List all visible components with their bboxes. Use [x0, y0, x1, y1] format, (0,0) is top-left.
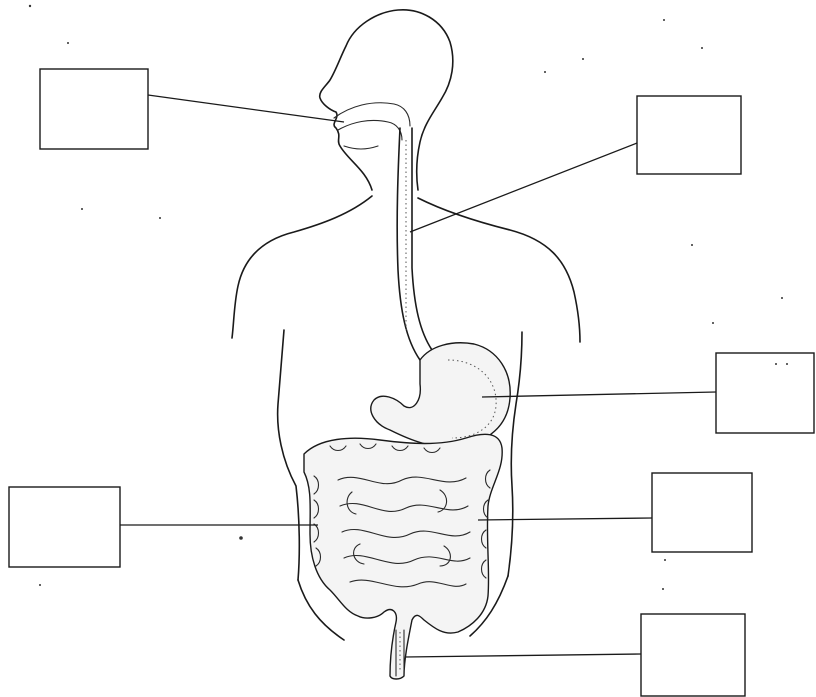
- leader-line-mouth: [148, 95, 344, 122]
- esophagus-organ: [397, 128, 432, 360]
- stomach-shape: [371, 343, 510, 447]
- leader-line-rectum: [405, 654, 641, 657]
- palate-line: [334, 103, 410, 126]
- label-box-large-intestine[interactable]: [9, 487, 120, 567]
- label-box-mouth[interactable]: [40, 69, 148, 149]
- leader-line-small-intestine: [478, 518, 652, 520]
- jaw-line: [344, 146, 378, 149]
- left-torso-outline: [278, 330, 300, 580]
- right-torso-outline: [508, 332, 522, 576]
- label-box-esophagus[interactable]: [637, 96, 741, 174]
- label-box-stomach[interactable]: [716, 353, 814, 433]
- esophagus-right-wall: [412, 128, 432, 350]
- label-box-rectum[interactable]: [641, 614, 745, 696]
- left-shoulder-outline: [232, 196, 372, 338]
- large-intestine-organ: [304, 434, 502, 679]
- stomach-organ: [371, 343, 510, 447]
- tongue-line: [338, 120, 402, 140]
- label-box-small-intestine[interactable]: [652, 473, 752, 552]
- head-outline: [320, 10, 453, 190]
- colon-shape: [304, 434, 502, 679]
- leader-line-esophagus: [410, 143, 637, 232]
